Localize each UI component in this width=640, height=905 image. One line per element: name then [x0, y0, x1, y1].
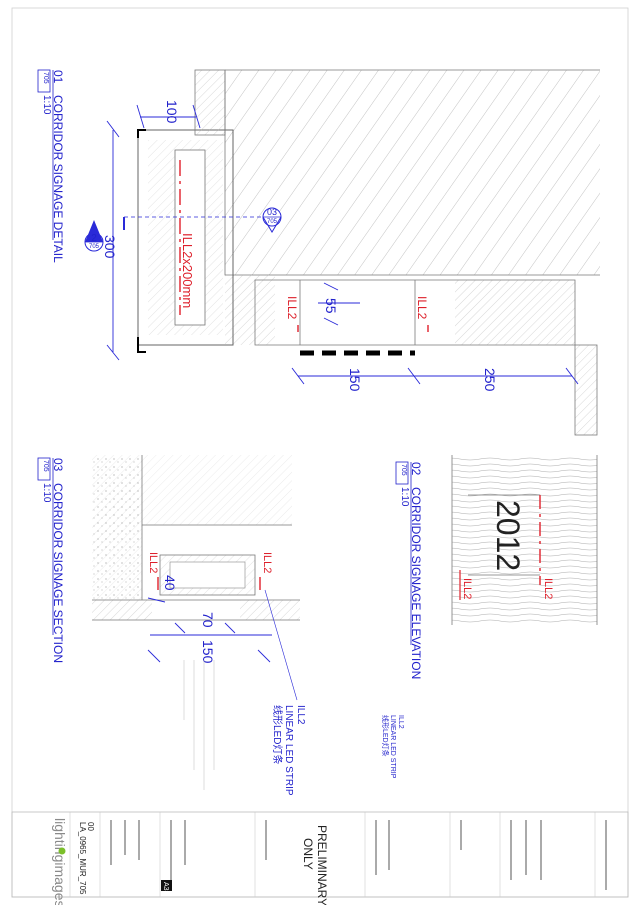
- detail-03-drawing: 40 70 150 ILL2 ILL2 ILL2 LINEAR LED STRI…: [37, 455, 306, 796]
- detail-number: 02: [409, 462, 423, 476]
- ill2-label: ILL2: [542, 578, 554, 599]
- sheet-size: A3: [162, 882, 169, 891]
- detail-title: CORRIDOR SIGNAGE SECTION: [51, 483, 65, 663]
- note-line: ILL2: [397, 715, 404, 729]
- detail-title: CORRIDOR SIGNAGE ELEVATION: [409, 487, 423, 679]
- ill2-label: ILL2: [285, 296, 299, 320]
- detail-scale: 1:10: [399, 487, 410, 507]
- stamp-text: ONLY: [301, 838, 315, 870]
- detail-number: 03: [51, 458, 65, 472]
- detail-scale: 1:10: [41, 483, 52, 503]
- logo-dot-icon: [58, 847, 66, 855]
- ill2-label: ILL2: [147, 552, 159, 573]
- callout-line: 线形LED灯条: [271, 705, 284, 764]
- sign-number: 2012: [490, 500, 526, 571]
- note-line: 线形LED灯条: [381, 715, 390, 757]
- drawing-number: LA_0965_MUR_705: [78, 822, 87, 895]
- title-block: PRELIMINARY ONLY 00 LA_0965_MUR_705 A3 l…: [11, 811, 629, 905]
- dim-150: 150: [347, 368, 363, 392]
- dim-300: 300: [102, 235, 118, 259]
- callout-line: ILL2: [295, 705, 306, 725]
- ill2-label: ILL2: [461, 578, 473, 599]
- detail-02-drawing: 2012 ILL2 ILL2 02 CORRIDOR SIGNAGE ELEVA…: [381, 455, 598, 779]
- dim-250: 250: [482, 368, 498, 392]
- dim-150: 150: [200, 640, 216, 664]
- callout-number: 03: [267, 207, 277, 217]
- dim-55: 55: [323, 298, 339, 314]
- detail-number: 01: [51, 70, 65, 84]
- detail-01-annotations: 100 300 55 150 250 ILL2x200mm ILL2 ILL2 …: [37, 69, 498, 392]
- revision: 00: [86, 822, 95, 831]
- ill2-label: ILL2: [261, 552, 273, 573]
- detail-title: CORRIDOR SIGNAGE DETAIL: [51, 95, 65, 263]
- company-logo: lightingimages: [52, 818, 68, 905]
- callout-line: LINEAR LED STRIP: [283, 705, 294, 796]
- ill2-label: ILL2: [415, 296, 429, 320]
- section-callout-icon: 2 705: [84, 220, 104, 252]
- dim-40: 40: [162, 575, 178, 591]
- detail-01-drawing: [106, 69, 600, 436]
- detail-sheet-ref: 705: [42, 72, 49, 84]
- callout-sheet: 705: [89, 244, 100, 250]
- fixture-label: ILL2x200mm: [180, 233, 195, 308]
- reference-callout-icon: 03 705: [262, 207, 282, 233]
- dim-70: 70: [200, 612, 216, 628]
- callout-number: 2: [91, 233, 97, 244]
- callout-sheet: 705: [267, 219, 278, 225]
- detail-sheet-ref: 705: [400, 464, 407, 476]
- dim-100: 100: [164, 100, 180, 124]
- stamp-text: PRELIMINARY: [315, 825, 329, 905]
- detail-sheet-ref: 705: [42, 460, 49, 472]
- note-line: LINEAR LED STRIP: [389, 715, 396, 779]
- wall-hatch: [225, 70, 600, 275]
- detail-scale: 1:10: [41, 95, 52, 115]
